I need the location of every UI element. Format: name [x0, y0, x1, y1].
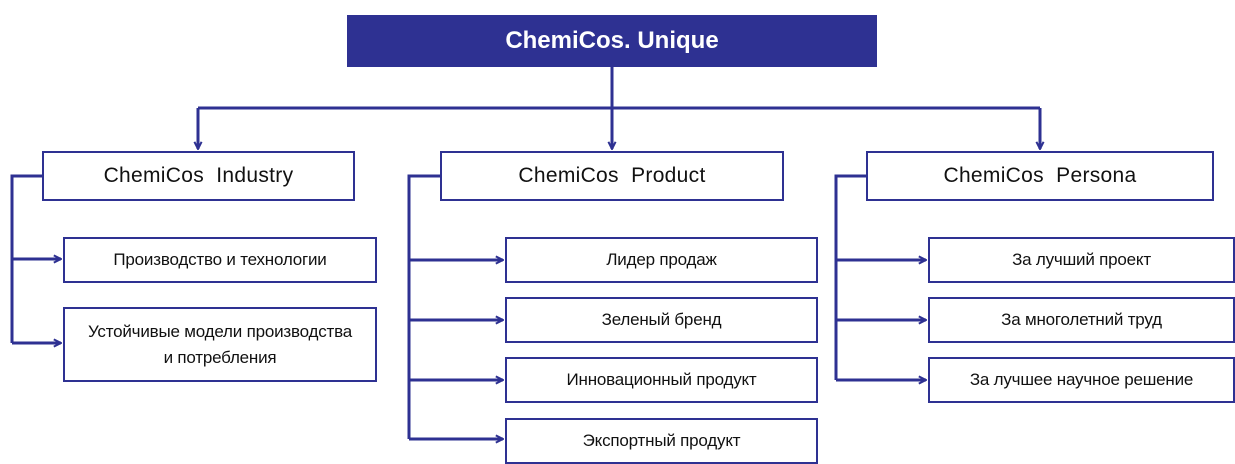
- industry-spine-line: [10, 174, 42, 343]
- root-label: ChemiCos. Unique: [505, 27, 719, 54]
- product-item-1-box: Лидер продаж: [505, 237, 818, 283]
- product-item-2-label: Зеленый бренд: [601, 310, 722, 329]
- persona-spine-line: [834, 174, 866, 380]
- persona-item-2-label: За многолетний труд: [1001, 310, 1162, 329]
- persona-item-3-box: За лучшее научное решение: [928, 357, 1235, 403]
- persona-item-2-box: За многолетний труд: [928, 297, 1235, 343]
- category-persona-box: ChemiCos Persona: [866, 151, 1214, 201]
- persona-item-1-label: За лучший проект: [1012, 250, 1151, 269]
- category-persona-label: ChemiCos Persona: [943, 164, 1137, 187]
- product-item-4-label: Экспортный продукт: [582, 431, 741, 450]
- category-industry-label: ChemiCos Industry: [103, 164, 294, 187]
- category-product-label: ChemiCos Product: [518, 164, 706, 187]
- category-product-box: ChemiCos Product: [440, 151, 784, 201]
- industry-item-1-box: Производство и технологии: [63, 237, 377, 283]
- product-item-3-label: Инновационный продукт: [566, 370, 757, 389]
- industry-item-2-label: Устойчивые модели производства и потребл…: [87, 321, 353, 367]
- product-item-2-box: Зеленый бренд: [505, 297, 818, 343]
- industry-item-1-label: Производство и технологии: [113, 250, 327, 269]
- persona-item-1-box: За лучший проект: [928, 237, 1235, 283]
- product-spine-line: [407, 174, 440, 439]
- product-item-3-box: Инновационный продукт: [505, 357, 818, 403]
- product-item-1-label: Лидер продаж: [606, 250, 717, 269]
- persona-item-3-label: За лучшее научное решение: [969, 370, 1194, 389]
- product-item-4-box: Экспортный продукт: [505, 418, 818, 464]
- industry-item-2-box: Устойчивые модели производства и потребл…: [63, 307, 377, 382]
- category-industry-box: ChemiCos Industry: [42, 151, 355, 201]
- root-box: ChemiCos. Unique: [347, 15, 877, 67]
